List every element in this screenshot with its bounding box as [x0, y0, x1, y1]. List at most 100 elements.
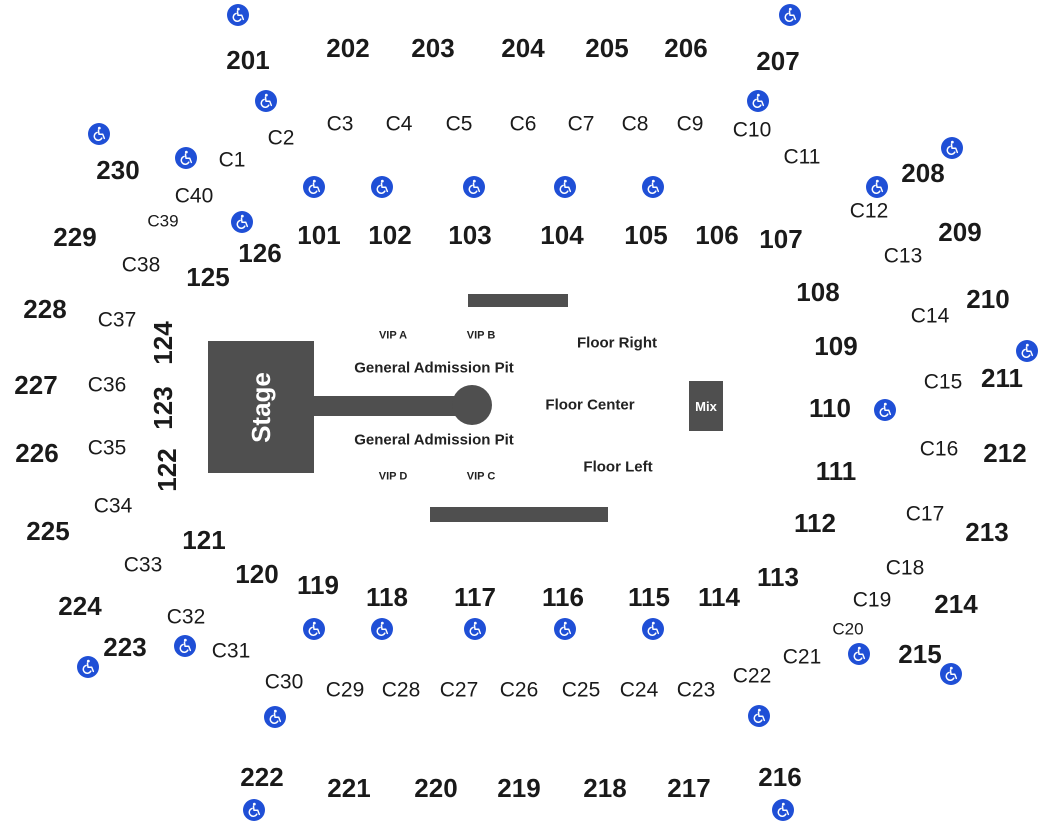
floor-left[interactable]: Floor Left	[583, 458, 653, 476]
club-section-c20[interactable]: C20	[832, 619, 864, 639]
section-217[interactable]: 217	[667, 773, 711, 803]
section-222[interactable]: 222	[240, 762, 284, 792]
club-section-c34[interactable]: C34	[93, 494, 133, 518]
section-206[interactable]: 206	[664, 33, 708, 63]
section-111[interactable]: 111	[815, 456, 857, 486]
section-203[interactable]: 203	[411, 33, 455, 63]
section-230[interactable]: 230	[96, 155, 140, 185]
section-227[interactable]: 227	[14, 370, 58, 400]
floor-center[interactable]: Floor Center	[545, 396, 635, 414]
section-219[interactable]: 219	[497, 773, 541, 803]
vip-a[interactable]: VIP A	[378, 329, 408, 342]
club-section-c32[interactable]: C32	[166, 605, 206, 629]
section-121[interactable]: 121	[182, 525, 226, 555]
vip-c[interactable]: VIP C	[466, 470, 496, 483]
section-126[interactable]: 126	[238, 238, 282, 268]
club-section-c31[interactable]: C31	[211, 639, 251, 663]
club-section-c37[interactable]: C37	[97, 308, 137, 332]
club-section-c2[interactable]: C2	[267, 126, 295, 150]
club-section-c7[interactable]: C7	[567, 112, 595, 136]
section-115[interactable]: 115	[628, 582, 670, 612]
section-228[interactable]: 228	[23, 294, 67, 324]
club-section-c8[interactable]: C8	[621, 112, 649, 136]
club-section-c6[interactable]: C6	[509, 112, 537, 136]
club-section-c17[interactable]: C17	[905, 502, 945, 526]
section-221[interactable]: 221	[327, 773, 371, 803]
section-125[interactable]: 125	[186, 262, 230, 292]
club-section-c38[interactable]: C38	[121, 253, 161, 277]
section-218[interactable]: 218	[583, 773, 627, 803]
section-123[interactable]: 123	[148, 386, 178, 430]
section-122[interactable]: 122	[152, 448, 182, 492]
club-section-c27[interactable]: C27	[439, 678, 479, 702]
club-section-c19[interactable]: C19	[852, 588, 892, 612]
section-210[interactable]: 210	[966, 284, 1010, 314]
section-118[interactable]: 118	[366, 582, 408, 612]
section-108[interactable]: 108	[796, 277, 840, 307]
section-213[interactable]: 213	[965, 517, 1009, 547]
section-215[interactable]: 215	[898, 639, 942, 669]
club-section-c14[interactable]: C14	[910, 304, 950, 328]
club-section-c13[interactable]: C13	[883, 244, 923, 268]
section-204[interactable]: 204	[501, 33, 545, 63]
section-103[interactable]: 103	[448, 220, 492, 250]
section-229[interactable]: 229	[53, 222, 97, 252]
club-section-c21[interactable]: C21	[782, 645, 822, 669]
club-section-c1[interactable]: C1	[218, 148, 246, 172]
section-208[interactable]: 208	[901, 158, 945, 188]
section-120[interactable]: 120	[235, 559, 279, 589]
club-section-c24[interactable]: C24	[619, 678, 659, 702]
club-section-c23[interactable]: C23	[676, 678, 716, 702]
section-119[interactable]: 119	[297, 570, 339, 600]
section-214[interactable]: 214	[934, 589, 978, 619]
club-section-c33[interactable]: C33	[123, 553, 163, 577]
section-105[interactable]: 105	[624, 220, 668, 250]
section-201[interactable]: 201	[226, 45, 270, 75]
floor-pit-bottom[interactable]: General Admission Pit	[354, 431, 514, 449]
section-205[interactable]: 205	[585, 33, 629, 63]
club-section-c9[interactable]: C9	[676, 112, 704, 136]
section-224[interactable]: 224	[58, 591, 102, 621]
club-section-c16[interactable]: C16	[919, 437, 959, 461]
club-section-c11[interactable]: C11	[783, 145, 821, 169]
section-117[interactable]: 117	[454, 582, 496, 612]
section-102[interactable]: 102	[368, 220, 412, 250]
club-section-c35[interactable]: C35	[87, 436, 127, 460]
section-226[interactable]: 226	[15, 438, 59, 468]
section-113[interactable]: 113	[757, 562, 799, 592]
section-225[interactable]: 225	[26, 516, 70, 546]
section-223[interactable]: 223	[103, 632, 147, 662]
club-section-c28[interactable]: C28	[381, 678, 421, 702]
club-section-c40[interactable]: C40	[174, 184, 214, 208]
club-section-c30[interactable]: C30	[264, 670, 304, 694]
vip-b[interactable]: VIP B	[466, 329, 496, 342]
section-207[interactable]: 207	[756, 46, 800, 76]
section-211[interactable]: 211	[981, 363, 1023, 393]
vip-d[interactable]: VIP D	[378, 470, 408, 483]
section-109[interactable]: 109	[814, 331, 858, 361]
club-section-c10[interactable]: C10	[732, 118, 772, 142]
section-112[interactable]: 112	[794, 508, 836, 538]
club-section-c4[interactable]: C4	[385, 112, 413, 136]
club-section-c36[interactable]: C36	[87, 373, 127, 397]
section-106[interactable]: 106	[695, 220, 739, 250]
section-107[interactable]: 107	[759, 224, 803, 254]
section-209[interactable]: 209	[938, 217, 982, 247]
club-section-c5[interactable]: C5	[445, 112, 473, 136]
floor-pit-top[interactable]: General Admission Pit	[354, 359, 514, 377]
section-216[interactable]: 216	[758, 762, 802, 792]
floor-right[interactable]: Floor Right	[577, 334, 657, 352]
section-104[interactable]: 104	[540, 220, 584, 250]
section-220[interactable]: 220	[414, 773, 458, 803]
club-section-c18[interactable]: C18	[885, 556, 925, 580]
stage[interactable]: Stage	[208, 341, 314, 473]
club-section-c22[interactable]: C22	[732, 664, 772, 688]
section-116[interactable]: 116	[542, 582, 584, 612]
club-section-c15[interactable]: C15	[923, 370, 963, 394]
section-212[interactable]: 212	[983, 438, 1027, 468]
club-section-c3[interactable]: C3	[326, 112, 354, 136]
section-202[interactable]: 202	[326, 33, 370, 63]
club-section-c39[interactable]: C39	[147, 211, 179, 231]
club-section-c29[interactable]: C29	[325, 678, 365, 702]
section-114[interactable]: 114	[698, 582, 740, 612]
